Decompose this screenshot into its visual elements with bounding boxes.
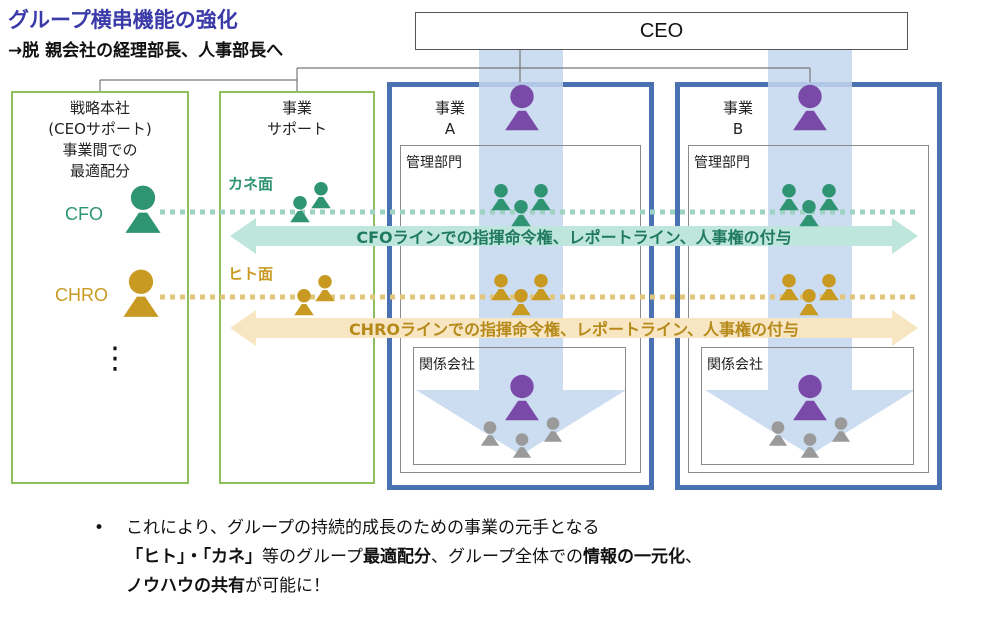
business-a-money-person-icon [491,184,511,211]
affiliate-label-b: 関係会社 [707,357,763,373]
bullet-marker: • [94,518,105,538]
support-people-person-icon [294,289,314,316]
bullet-optimal: 最適配分 [362,547,431,567]
affiliate-a-staff-person-icon [480,421,500,446]
business-b-money-person-icon [779,184,799,211]
cfo-person-icon [125,185,161,233]
management-label-a: 管理部門 [406,155,462,171]
management-label-b: 管理部門 [694,155,750,171]
business-b-head-person-icon [793,84,827,131]
business-support-label: 事業 サポート [266,99,327,138]
business-a-people-person-icon [511,289,531,316]
affiliate-label-a: 関係会社 [419,357,475,373]
business-a-money-person-icon [531,184,551,211]
affiliate-a-head-person-icon [505,374,539,421]
cfo-label: CFO [65,204,103,224]
bullet-line-3: ノウハウの共有が可能に！ [126,572,702,601]
business-a-head-person-icon [505,84,539,131]
affiliate-a-staff-person-icon [512,433,532,458]
business-b-money-person-icon [819,184,839,211]
support-people-person-icon [315,275,335,302]
bullet-info: 情報の一元化 [582,547,685,567]
bullet-text: 、グループ全体での [430,547,583,567]
bullet-text: が可能に！ [245,576,330,596]
strategy-hq-box [11,91,189,484]
support-money-person-icon [290,196,310,223]
management-box-b [688,145,929,473]
summary-bullet: • これにより、グループの持続的成長のための事業の元手となる 「ヒト」・「カネ」… [94,514,702,601]
business-b-people-person-icon [779,274,799,301]
business-b-people-person-icon [819,274,839,301]
affiliate-box-a [413,347,626,465]
chro-double-arrow [230,310,918,346]
business-a-people-person-icon [491,274,511,301]
affiliate-box-b [701,347,914,465]
business-a-label: 事業 A [434,99,465,138]
bullet-text: 、 [684,547,702,567]
business-support-box [219,91,375,484]
affiliate-b-staff-person-icon [800,433,820,458]
strategy-hq-label: 戦略本社 (CEOサポート) 事業間での 最適配分 [48,99,152,180]
page-subtitle: →脱 親会社の経理部長、人事部長へ [8,41,284,61]
business-b-people-person-icon [799,289,819,316]
affiliate-b-staff-person-icon [768,421,788,446]
affiliate-b-head-person-icon [793,374,827,421]
business-a-people-person-icon [531,274,551,301]
bullet-hito-kane: 「ヒト」・「カネ」 [126,547,262,567]
chro-label: CHRO [55,285,108,305]
support-money-person-icon [311,182,331,209]
business-b-label: 事業 B [722,99,753,138]
chro-line-text: CHROラインでの指揮命令権、レポートライン、人事権の付与 [348,320,800,339]
bullet-line-2: 「ヒト」・「カネ」等のグループ最適配分、グループ全体での情報の一元化、 [126,543,702,572]
cfo-double-arrow [230,218,918,254]
cfo-line-text: CFOラインでの指揮命令権、レポートライン、人事権の付与 [356,228,792,247]
ceo-connectors [99,50,811,91]
chro-person-icon [123,269,159,317]
bullet-knowhow: ノウハウの共有 [126,576,245,596]
affiliate-a-staff-person-icon [543,417,563,442]
people-category-label: ヒト面 [228,265,274,283]
ellipsis: ⋮ [100,341,130,376]
management-box-a [400,145,641,473]
affiliate-b-staff-person-icon [831,417,851,442]
money-category-label: カネ面 [228,175,274,193]
bullet-line-1: これにより、グループの持続的成長のための事業の元手となる [126,518,600,538]
ceo-box: CEO [415,12,908,50]
bullet-text: 等のグループ [262,547,363,567]
page-title: グループ横串機能の強化 [8,8,238,32]
